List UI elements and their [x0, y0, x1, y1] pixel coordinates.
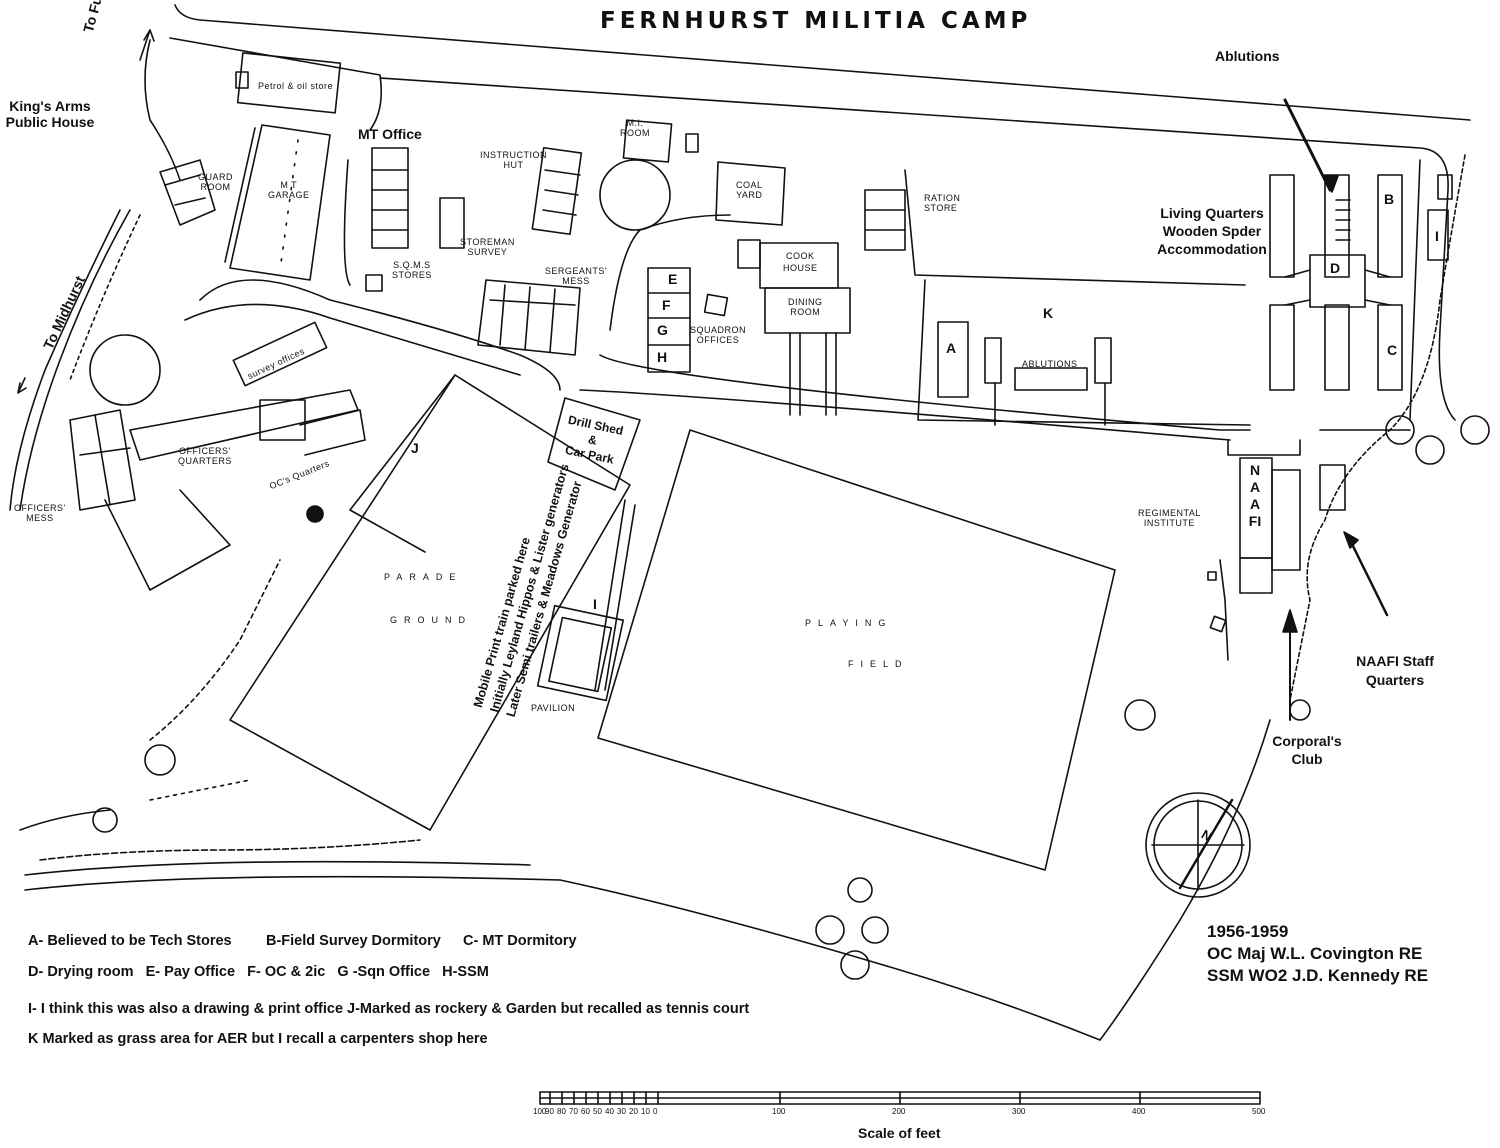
letter-g: G: [657, 322, 668, 338]
label-officers-mess: OFFICERS'MESS: [14, 503, 66, 523]
mt-office-building: [371, 147, 409, 249]
scale-tick-label: 20: [629, 1107, 638, 1116]
midhurst-road: [19, 209, 131, 511]
spider-accommodation: [1269, 174, 1403, 391]
scale-tick-label: 50: [593, 1107, 602, 1116]
sergeants-mess: [477, 279, 581, 356]
label-living-quarters: Living Quarters Wooden Spder Accommodati…: [1157, 205, 1267, 257]
scale-tick-label: 200: [892, 1107, 906, 1116]
petrol-oil-store: [236, 52, 342, 114]
letter-i-pavilion: I: [593, 596, 597, 612]
coal-yard: [715, 161, 786, 226]
label-corporals-club: Corporal's Club: [1272, 733, 1342, 767]
squadron-offices-efgh: [647, 267, 691, 373]
officers-mess: [69, 409, 136, 511]
label-naafi-staff: NAAFI Staff Quarters: [1356, 653, 1434, 688]
scale-tick-label: 100: [533, 1107, 547, 1116]
label-ablutions: Ablutions: [1215, 48, 1280, 64]
label-playing: PLAYING: [805, 618, 893, 628]
scale-tick-label: 60: [581, 1107, 590, 1116]
compass-rose: [1145, 792, 1251, 898]
scale-tick-label: 80: [557, 1107, 566, 1116]
letter-i-top: I: [1435, 228, 1439, 244]
legend-i-j: I- I think this was also a drawing & pri…: [28, 1001, 750, 1017]
ablutions-k: [1014, 367, 1088, 391]
legend-d-h: D- Drying room E- Pay Office F- OC & 2ic…: [28, 964, 489, 980]
letter-b: B: [1384, 191, 1395, 207]
scale-tick-label: 70: [569, 1107, 578, 1116]
label-sergeants-mess: SERGEANTS' MESS: [544, 266, 608, 286]
instruction-hut: [531, 146, 583, 236]
legend-c: C- MT Dormitory: [463, 933, 577, 949]
letter-k: K: [1043, 305, 1054, 321]
label-pavilion: PAVILION: [531, 703, 576, 713]
label-field: FIELD: [848, 659, 909, 669]
label-petrol-store: Petrol & oil store: [258, 81, 334, 91]
perimeter-road: [174, 4, 1471, 121]
building-a: [937, 321, 969, 398]
scale-tick-label: 100: [772, 1107, 786, 1116]
scale-caption: Scale of feet: [858, 1125, 941, 1141]
letter-a: A: [946, 340, 957, 356]
legend-b: B-Field Survey Dormitory: [266, 933, 441, 949]
letter-c: C: [1387, 342, 1398, 358]
letter-h: H: [657, 349, 668, 365]
scale-tick-label: 10: [641, 1107, 650, 1116]
label-ablutions-k: ABLUTIONS: [1022, 359, 1078, 369]
letter-f: F: [662, 297, 671, 313]
mi-room: [622, 119, 673, 163]
label-parade: PARADE: [384, 572, 463, 582]
scale-tick-label: 90: [545, 1107, 554, 1116]
legend-k: K Marked as grass area for AER but I rec…: [28, 1031, 488, 1047]
scale-tick-label: 500: [1252, 1107, 1266, 1116]
dining-room: [764, 287, 851, 334]
label-mt-office: MT Office: [358, 126, 422, 142]
pavilion: [548, 616, 613, 693]
scale-tick-label: 0: [653, 1107, 658, 1116]
guard-room: [159, 159, 216, 226]
map-title: FERNHURST MILITIA CAMP: [600, 8, 1032, 34]
letter-d: D: [1330, 260, 1341, 276]
label-kings-arms: King's Arms Public House: [5, 98, 95, 130]
letter-j: J: [411, 440, 419, 456]
dates-block: 1956-1959 OC Maj W.L. Covington RE SSM W…: [1207, 921, 1428, 987]
survey-offices: [232, 321, 328, 387]
dates-oc: OC Maj W.L. Covington RE: [1207, 944, 1423, 963]
scale-right-ticks: 100 200 300 400 500: [660, 1107, 1280, 1119]
scale-tick-label: 300: [1012, 1107, 1026, 1116]
mt-garage: [229, 124, 331, 281]
scale-tick-label: 30: [617, 1107, 626, 1116]
scale-bar: [539, 1091, 1261, 1105]
drill-shed: [547, 397, 641, 491]
dates-ssm: SSM WO2 J.D. Kennedy RE: [1207, 966, 1429, 985]
playing-field: [597, 429, 1116, 871]
dates-years: 1956-1959: [1207, 922, 1289, 941]
label-ground: GROUND: [390, 615, 472, 625]
label-naafi: NAAFI: [1248, 462, 1262, 529]
parade-ground: [229, 374, 631, 831]
label-officers-quarters: OFFICERS'QUARTERS: [178, 446, 232, 466]
label-mi-room: M.I.ROOM: [620, 118, 650, 138]
scale-tick-label: 400: [1132, 1107, 1146, 1116]
legend-a: A- Believed to be Tech Stores: [28, 933, 232, 949]
scale-tick-label: 40: [605, 1107, 614, 1116]
letter-e: E: [668, 271, 678, 287]
